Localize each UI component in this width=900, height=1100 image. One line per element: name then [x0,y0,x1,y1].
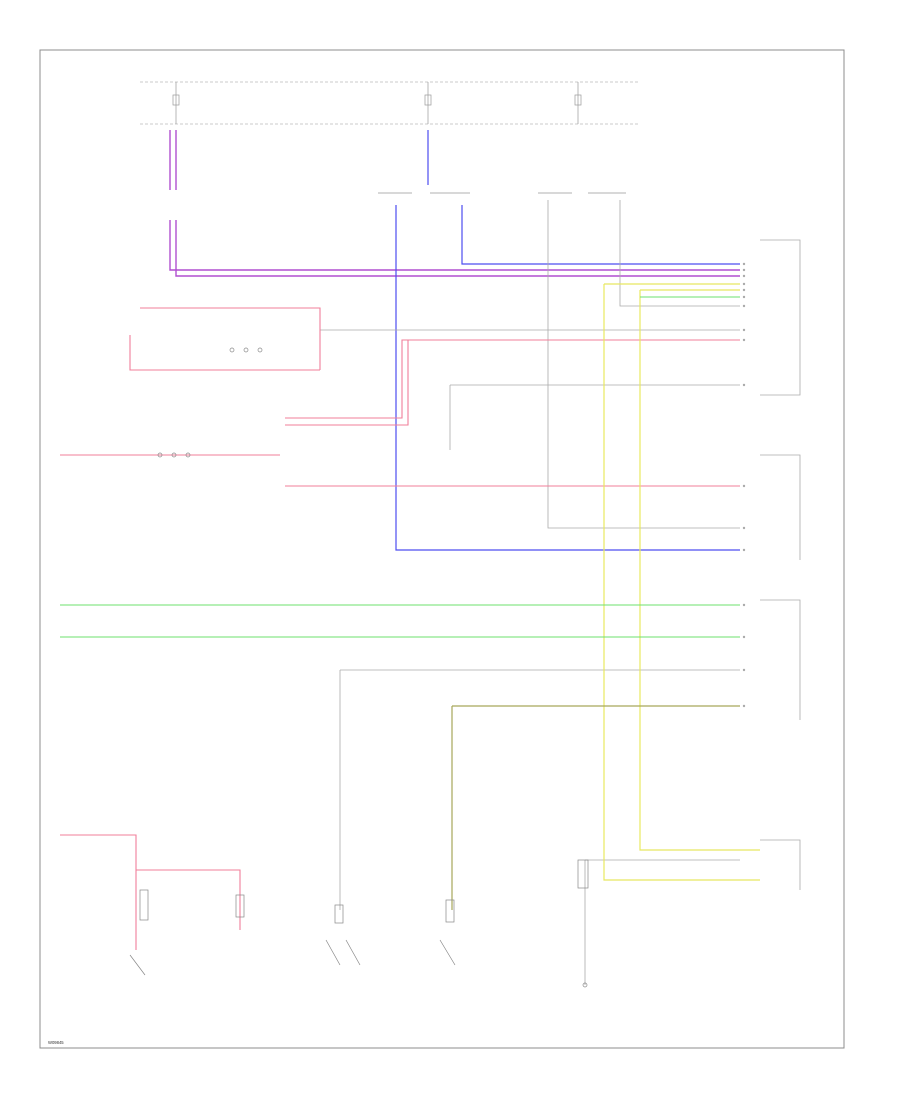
diagram-id: W09845 [48,1040,64,1045]
switch-symbols [129,347,589,988]
diagram-border [39,49,845,1049]
green-wire [60,296,740,638]
fuse-3 [574,82,582,124]
blue-wire [395,130,740,551]
connector-pins [742,262,746,708]
purple-wire [169,130,740,277]
olive-wire [451,705,740,910]
pink-wire [60,307,740,950]
gray-wire [320,200,801,985]
fuse-1 [172,82,180,124]
power-bus [140,81,640,125]
fuse-2 [424,82,432,124]
yellow-wire [603,283,760,881]
